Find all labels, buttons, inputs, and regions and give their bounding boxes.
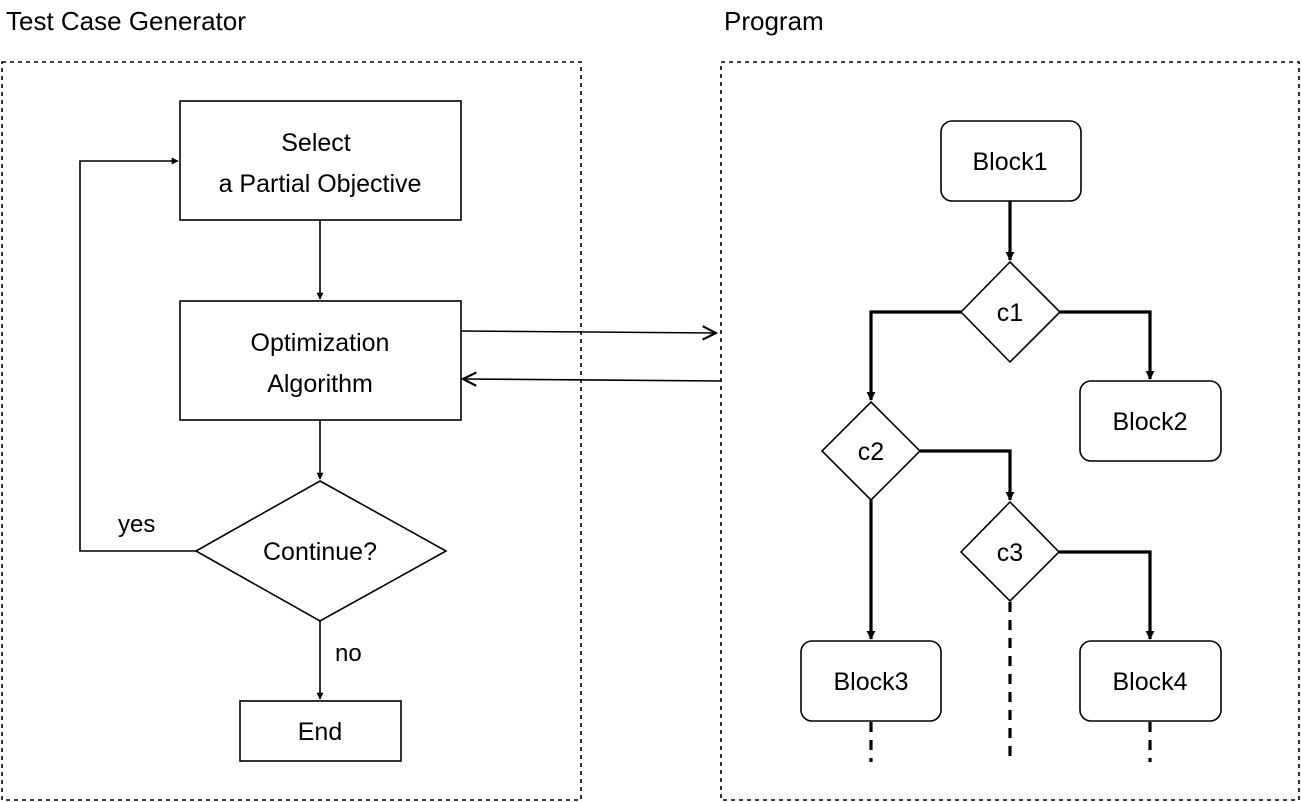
edge-c2-to-c3 (920, 449, 1015, 501)
block3-node: Block3 (800, 640, 942, 722)
program-panel-title: Program (724, 6, 824, 36)
block2-label: Block2 (1112, 408, 1187, 436)
edge-program-to-optimization (463, 379, 722, 381)
program-frame (720, 61, 1300, 801)
edge-c1-to-c2 (866, 310, 961, 401)
edge-c3-to-block4 (1059, 550, 1155, 640)
c1-decision-node: c1 (959, 260, 1062, 364)
edge-c1-to-block2 (1060, 310, 1155, 380)
optimization-line2: Algorithm (267, 370, 373, 398)
optimization-algorithm-node: Optimization Algorithm (179, 300, 462, 421)
select-objective-line2: a Partial Objective (219, 170, 422, 198)
end-label: End (298, 718, 342, 746)
generator-frame (1, 61, 582, 801)
block1-node: Block1 (940, 120, 1082, 202)
edge-optimization-to-program (460, 331, 716, 333)
generator-panel-title: Test Case Generator (6, 6, 246, 36)
c3-label: c3 (997, 539, 1023, 567)
continue-decision-node: Continue? (194, 480, 448, 622)
block4-node: Block4 (1079, 640, 1222, 722)
continue-label: Continue? (263, 538, 377, 566)
select-objective-node: Select a Partial Objective (179, 100, 462, 221)
select-objective-line1: Select (281, 129, 351, 157)
c1-label: c1 (997, 299, 1023, 327)
no-label: no (335, 640, 362, 667)
edge-continue-yes-loop (79, 157, 196, 552)
end-node: End (239, 700, 402, 762)
c2-label: c2 (858, 438, 884, 466)
block4-label: Block4 (1112, 668, 1187, 696)
c2-decision-node: c2 (820, 400, 922, 502)
yes-label: yes (118, 511, 155, 538)
c3-decision-node: c3 (959, 500, 1061, 603)
block1-label: Block1 (972, 148, 1047, 176)
optimization-line1: Optimization (251, 329, 390, 357)
block2-node: Block2 (1079, 380, 1222, 462)
block3-label: Block3 (833, 668, 908, 696)
